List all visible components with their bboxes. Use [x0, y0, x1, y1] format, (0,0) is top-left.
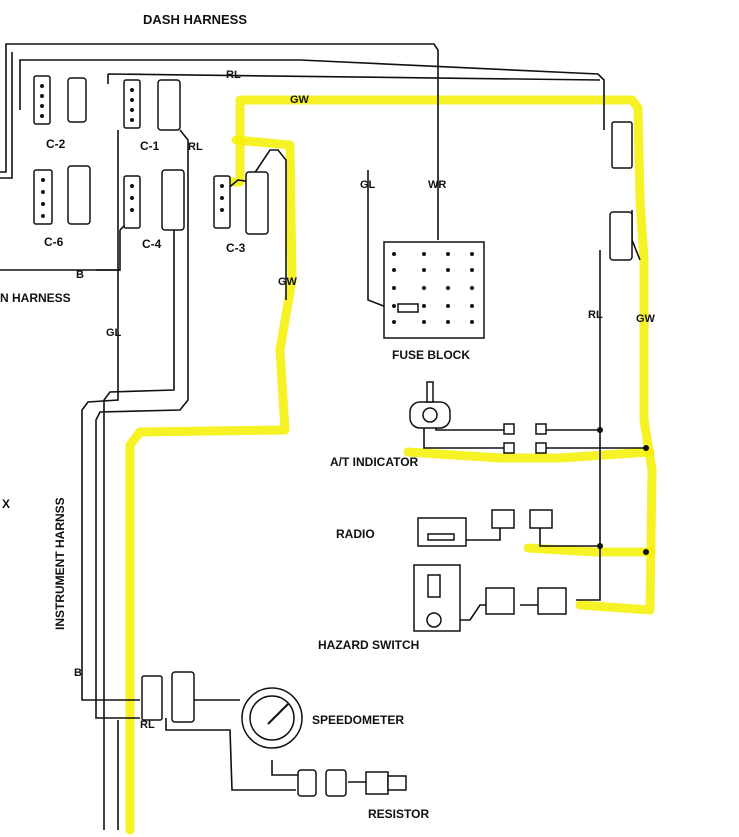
label-c6: C-6 [44, 235, 64, 249]
connector-c3 [213, 171, 269, 235]
label-radio: RADIO [336, 527, 375, 541]
at-indicator-switch [409, 381, 547, 454]
wire-code-rl-c1: RL [188, 141, 203, 153]
connector-c4 [123, 169, 185, 231]
speedometer-unit [141, 671, 303, 749]
connector-right-upper [609, 121, 633, 261]
label-hazard-switch: HAZARD SWITCH [318, 638, 419, 652]
wire-code-gw-top: GW [290, 94, 310, 106]
wire-code-rl-top: RL [226, 69, 241, 81]
label-c1: C-1 [140, 139, 160, 153]
label-fuse-block: FUSE BLOCK [392, 348, 470, 362]
wire-code-gw-right: GW [636, 313, 656, 325]
hazard-switch-unit [413, 564, 567, 632]
wire-code-wr: WR [428, 179, 446, 191]
connector-c6 [33, 165, 91, 225]
wire-code-gl-mid: GL [360, 179, 376, 191]
wire-code-b-left: B [74, 667, 82, 679]
label-dash-harness: DASH HARNESS [143, 12, 247, 27]
wire-code-gw-mid: GW [278, 276, 298, 288]
label-c3: C-3 [226, 241, 246, 255]
label-x-mark: X [2, 497, 10, 511]
wire-code-b-mid: B [76, 269, 84, 281]
connector-c2 [33, 75, 87, 125]
label-at-indicator: A/T INDICATOR [330, 455, 419, 469]
label-instrument-harness: INSTRUMENT HARNSS [53, 497, 67, 630]
wire-code-gl-left: GL [106, 327, 122, 339]
gw-circuit-highlight [125, 95, 657, 835]
label-main-harness: N HARNESS [0, 291, 71, 305]
label-speedometer: SPEEDOMETER [312, 713, 404, 727]
radio-unit [417, 509, 553, 547]
wire-code-rl-right: RL [588, 309, 603, 321]
wire-code-rl-bottom: RL [140, 719, 155, 731]
label-resistor: RESISTOR [368, 807, 429, 821]
junction-dots [597, 427, 649, 555]
labels: DASH HARNESS N HARNESS INSTRUMENT HARNSS… [0, 12, 656, 821]
label-c4: C-4 [142, 237, 162, 251]
label-c2: C-2 [46, 137, 66, 151]
resistor-unit [297, 769, 407, 797]
connector-c1 [123, 79, 181, 131]
fuse-block [383, 241, 485, 339]
